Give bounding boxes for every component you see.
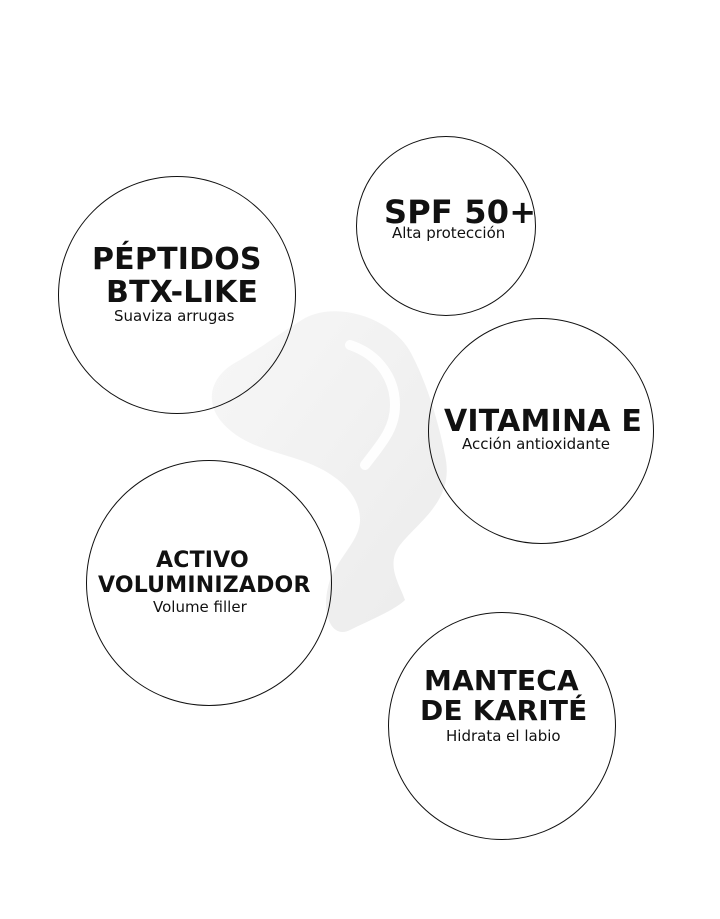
- badge-activo-subtitle: Volume filler: [153, 598, 247, 616]
- badge-manteca-subtitle: Hidrata el labio: [446, 727, 561, 745]
- badge-vitamina-e-title: VITAMINA E: [444, 404, 643, 439]
- badge-activo-circle: [86, 460, 332, 706]
- badge-peptidos-circle: [58, 176, 296, 414]
- badge-manteca-title-line2: DE KARITÉ: [420, 694, 588, 727]
- badge-activo-title-line1: ACTIVO: [156, 548, 249, 573]
- badge-vitamina-e-circle: [428, 318, 654, 544]
- badge-activo-title-line2: VOLUMINIZADOR: [98, 573, 311, 598]
- badge-peptidos-subtitle: Suaviza arrugas: [114, 307, 235, 325]
- badge-manteca-circle: [388, 612, 616, 840]
- badge-spf-circle: [356, 136, 536, 316]
- badge-vitamina-e-subtitle: Acción antioxidante: [462, 435, 610, 453]
- badge-peptidos-title-line2: BTX-LIKE: [106, 275, 259, 310]
- badge-spf-subtitle: Alta protección: [392, 224, 506, 242]
- badge-peptidos-title-line1: PÉPTIDOS: [92, 242, 262, 277]
- badge-spf-title: SPF 50+: [384, 193, 537, 231]
- badge-manteca-title-line1: MANTECA: [424, 664, 579, 697]
